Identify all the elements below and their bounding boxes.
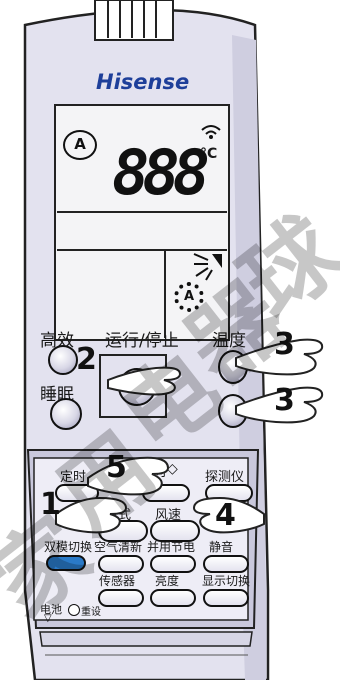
auto-mode-mark: A [74,135,86,153]
sleep-button[interactable] [50,398,82,430]
mute-button[interactable] [203,555,249,573]
hand-pointer-icon [192,496,265,534]
swing-arrows-icon: ◇ [167,461,178,477]
temperature-readout: 888 [112,136,210,209]
brightness-label: 亮度 [155,574,180,588]
auto-mode-icon: A [63,130,97,160]
air-clean-button[interactable] [98,555,144,573]
fan-speed-button[interactable] [150,520,200,542]
shared-saving-button[interactable] [150,555,196,573]
step-number: 3 [274,327,295,362]
dual-mode-label: 双模切换 [44,540,93,554]
temperature-down-button[interactable] [218,394,248,428]
temperature-unit: °C [200,146,218,162]
hand-pointer-icon [235,386,324,424]
step-number: 3 [274,383,295,418]
hand-pointer-icon [87,456,170,496]
temperature-label: 温度 [212,331,246,351]
hand-pointer-icon [55,496,128,534]
hand-pointer-icon [235,338,324,376]
battery-label: 电池 [40,603,62,616]
fan-mark: A [183,289,195,304]
step-number: 5 [106,450,127,485]
reset-button[interactable] [68,604,80,616]
brand-logo: Hisense [96,70,190,94]
shared-saving-label: 并用节电 [147,540,196,554]
battery-arrow-icon: ▽ [44,613,52,624]
air-clean-label: 空气清新 [94,540,143,554]
display-switch-button[interactable] [203,589,249,607]
timer-label: 定时 [60,470,87,485]
high-efficiency-button[interactable] [48,345,78,375]
sensor-button[interactable] [98,589,144,607]
run-stop-label: 运行/停止 [105,331,179,351]
detector-label: 探测仪 [205,470,245,485]
brightness-button[interactable] [150,589,196,607]
step-number: 1 [40,487,61,522]
hand-pointer-icon [107,366,182,396]
mute-label: 静音 [209,540,234,554]
signal-icon [201,125,221,139]
flap-swing-icon [193,253,222,281]
reset-label: 重设 [81,607,101,618]
dual-mode-button[interactable] [46,555,86,571]
step-number: 2 [76,342,97,377]
step-number: 4 [215,498,236,533]
timer-button[interactable] [55,484,99,502]
fan-speed-label: 风速 [155,508,182,523]
sensor-label: 传感器 [99,574,136,588]
fan-icon: A [174,282,204,312]
display-switch-label: 显示切换 [202,574,251,588]
